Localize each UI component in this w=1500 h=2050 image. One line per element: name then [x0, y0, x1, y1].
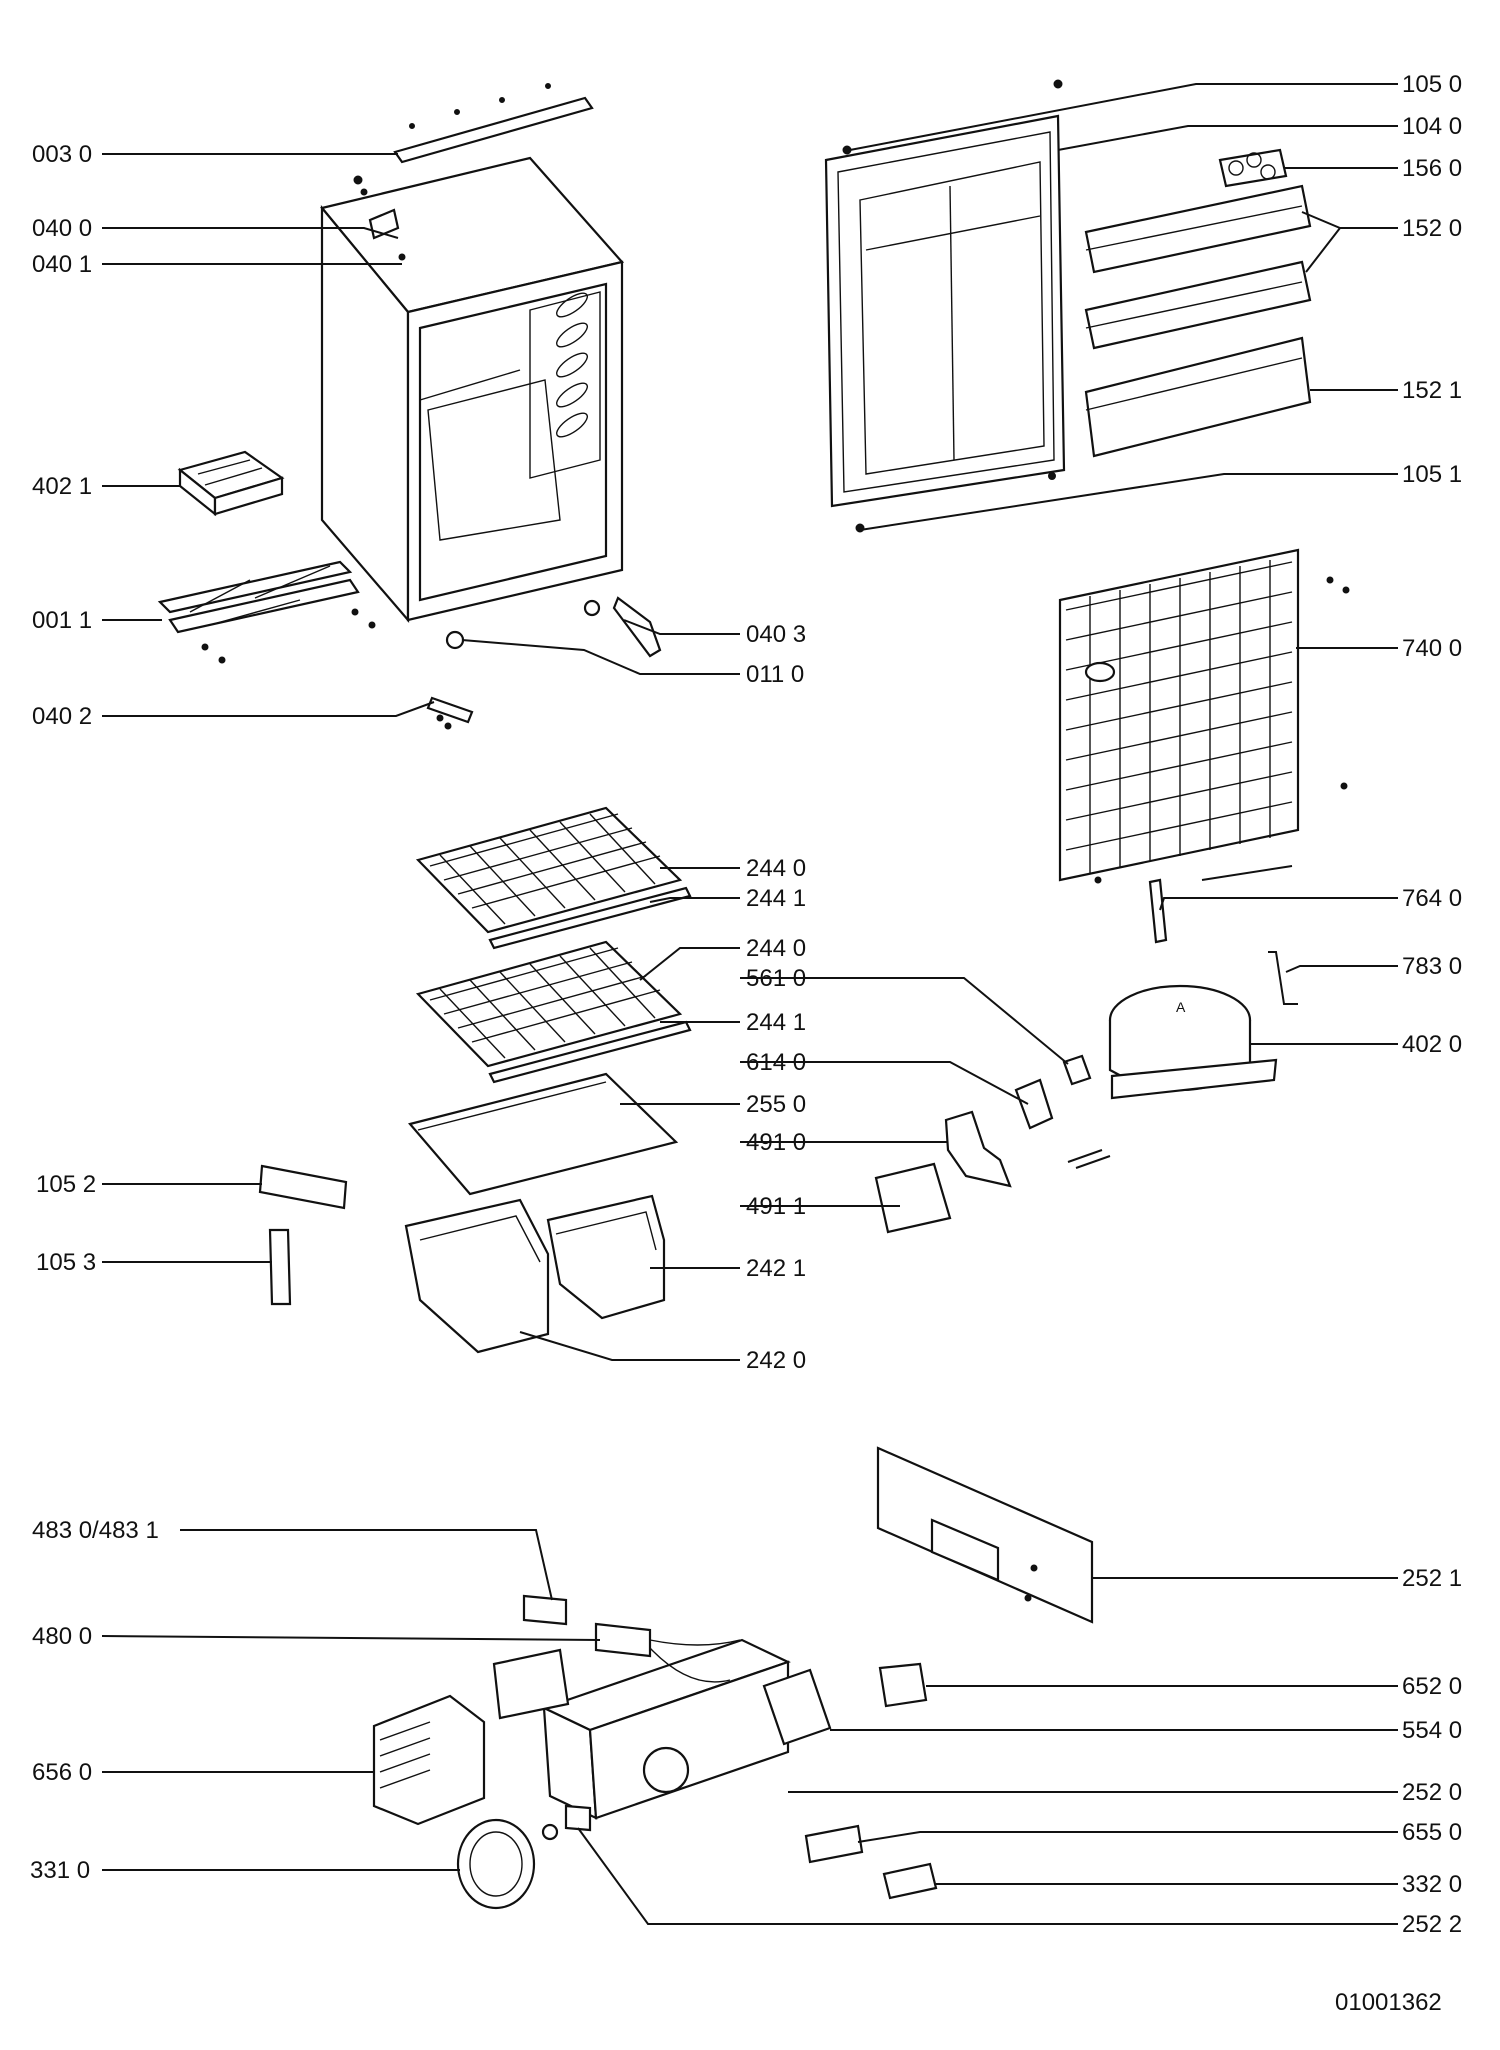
- plate-2522-part: [564, 1804, 592, 1832]
- relay-5610-part: [1062, 1054, 1092, 1086]
- label-104-0: 104 0: [1402, 113, 1462, 140]
- base-rail-part: [157, 560, 353, 614]
- lampholder-4830-part: [522, 1594, 568, 1626]
- label-561-0: 561 0: [746, 965, 806, 992]
- control-assembly: [372, 1446, 1094, 1910]
- wire-shelf-2440-a: [415, 806, 683, 934]
- label-242-0: 242 0: [746, 1347, 806, 1374]
- crisper-2420-part: [404, 1198, 550, 1354]
- label-614-0: 614 0: [746, 1049, 806, 1076]
- cabinet-assembly: [157, 83, 662, 730]
- label-652-0: 652 0: [1402, 1673, 1462, 1700]
- label-011-0: 011 0: [746, 661, 804, 688]
- cover-6560-part: [372, 1694, 486, 1826]
- part-labels: 003 0 040 0 040 1 402 1 001 1 040 2 105 …: [30, 71, 1462, 2016]
- egg-tray-part: [1218, 148, 1288, 188]
- thermostat-parts: [874, 1054, 1111, 1234]
- label-554-0: 554 0: [1402, 1717, 1462, 1744]
- label-003-0: 003 0: [32, 141, 92, 168]
- door-shelf-1521: [1084, 336, 1312, 458]
- label-252-1: 252 1: [1402, 1565, 1462, 1592]
- top-strip-part: [393, 96, 594, 164]
- bracket-1052-part: [258, 1164, 348, 1210]
- leader-lines: [101, 83, 1398, 1925]
- starter-6140-part: [1014, 1078, 1054, 1130]
- label-156-0: 156 0: [1402, 155, 1462, 182]
- label-402-1: 402 1: [32, 473, 92, 500]
- label-740-0: 740 0: [1402, 635, 1462, 662]
- label-655-0: 655 0: [1402, 1819, 1462, 1846]
- label-402-0: 402 0: [1402, 1031, 1462, 1058]
- lamp-6520-part: [878, 1662, 928, 1708]
- label-255-0: 255 0: [746, 1091, 806, 1118]
- label-656-0: 656 0: [32, 1759, 92, 1786]
- label-244-1-b: 244 1: [746, 1009, 806, 1036]
- bracket-0402-part: [426, 696, 474, 724]
- label-040-0: 040 0: [32, 215, 92, 242]
- label-332-0: 332 0: [1402, 1871, 1462, 1898]
- drawing-number: 01001362: [1335, 1989, 1442, 2016]
- label-105-3: 105 3: [36, 1249, 96, 1276]
- cover-4911-part: [874, 1162, 952, 1234]
- label-040-3: 040 3: [746, 621, 806, 648]
- label-105-2: 105 2: [36, 1171, 96, 1198]
- door-shelf-1520-a: [1084, 184, 1312, 274]
- foot-0110-part: [445, 630, 465, 650]
- label-040-2: 040 2: [32, 703, 92, 730]
- label-783-0: 783 0: [1402, 953, 1462, 980]
- label-001-1: 001 1: [32, 607, 92, 634]
- shelves-assembly: [404, 806, 692, 1354]
- label-040-1: 040 1: [32, 251, 92, 278]
- label-152-0: 152 0: [1402, 215, 1462, 242]
- crisper-2421-part: [546, 1194, 666, 1320]
- label-105-0: 105 0: [1402, 71, 1462, 98]
- label-480-0: 480 0: [32, 1623, 92, 1650]
- label-252-2: 252 2: [1402, 1911, 1462, 1938]
- condenser-part: [1058, 548, 1350, 884]
- door-part: [824, 114, 1066, 508]
- label-152-1: 152 1: [1402, 377, 1462, 404]
- label-331-0: 331 0: [30, 1857, 90, 1884]
- label-252-0: 252 0: [1402, 1779, 1462, 1806]
- bracket-1053-part: [268, 1228, 292, 1306]
- filter-dryer-part: [1148, 878, 1168, 944]
- component-4910-part: [944, 1110, 1012, 1188]
- door-assembly: [824, 79, 1312, 533]
- label-244-1-a: 244 1: [746, 885, 806, 912]
- label-244-0-a: 244 0: [746, 855, 806, 882]
- cabinet-opening: [418, 282, 608, 602]
- door-shelf-1520-b: [1084, 260, 1312, 350]
- part-6550: [804, 1824, 864, 1864]
- tube-7830-part: [1268, 951, 1298, 1005]
- label-764-0: 764 0: [1402, 885, 1462, 912]
- label-244-0-b: 244 0: [746, 935, 806, 962]
- label-491-1: 491 1: [746, 1193, 806, 1220]
- compressor-part: A: [1108, 984, 1278, 1100]
- wire-shelf-2440-b: [415, 940, 683, 1068]
- switch-5540-part: [762, 1668, 832, 1746]
- panel-2521-part: [876, 1446, 1094, 1624]
- label-483-0-483-1: 483 0/483 1: [32, 1517, 159, 1544]
- cabinet-ribs: [419, 291, 601, 541]
- cable-4800-part: [594, 1622, 652, 1658]
- bracket-0403-part: [612, 596, 662, 658]
- label-242-1: 242 1: [746, 1255, 806, 1282]
- svg-text:A: A: [1176, 999, 1186, 1015]
- glass-shelf-part: [408, 1072, 679, 1196]
- part-3320: [882, 1862, 938, 1900]
- label-491-0: 491 0: [746, 1129, 806, 1156]
- label-105-1: 105 1: [1402, 461, 1462, 488]
